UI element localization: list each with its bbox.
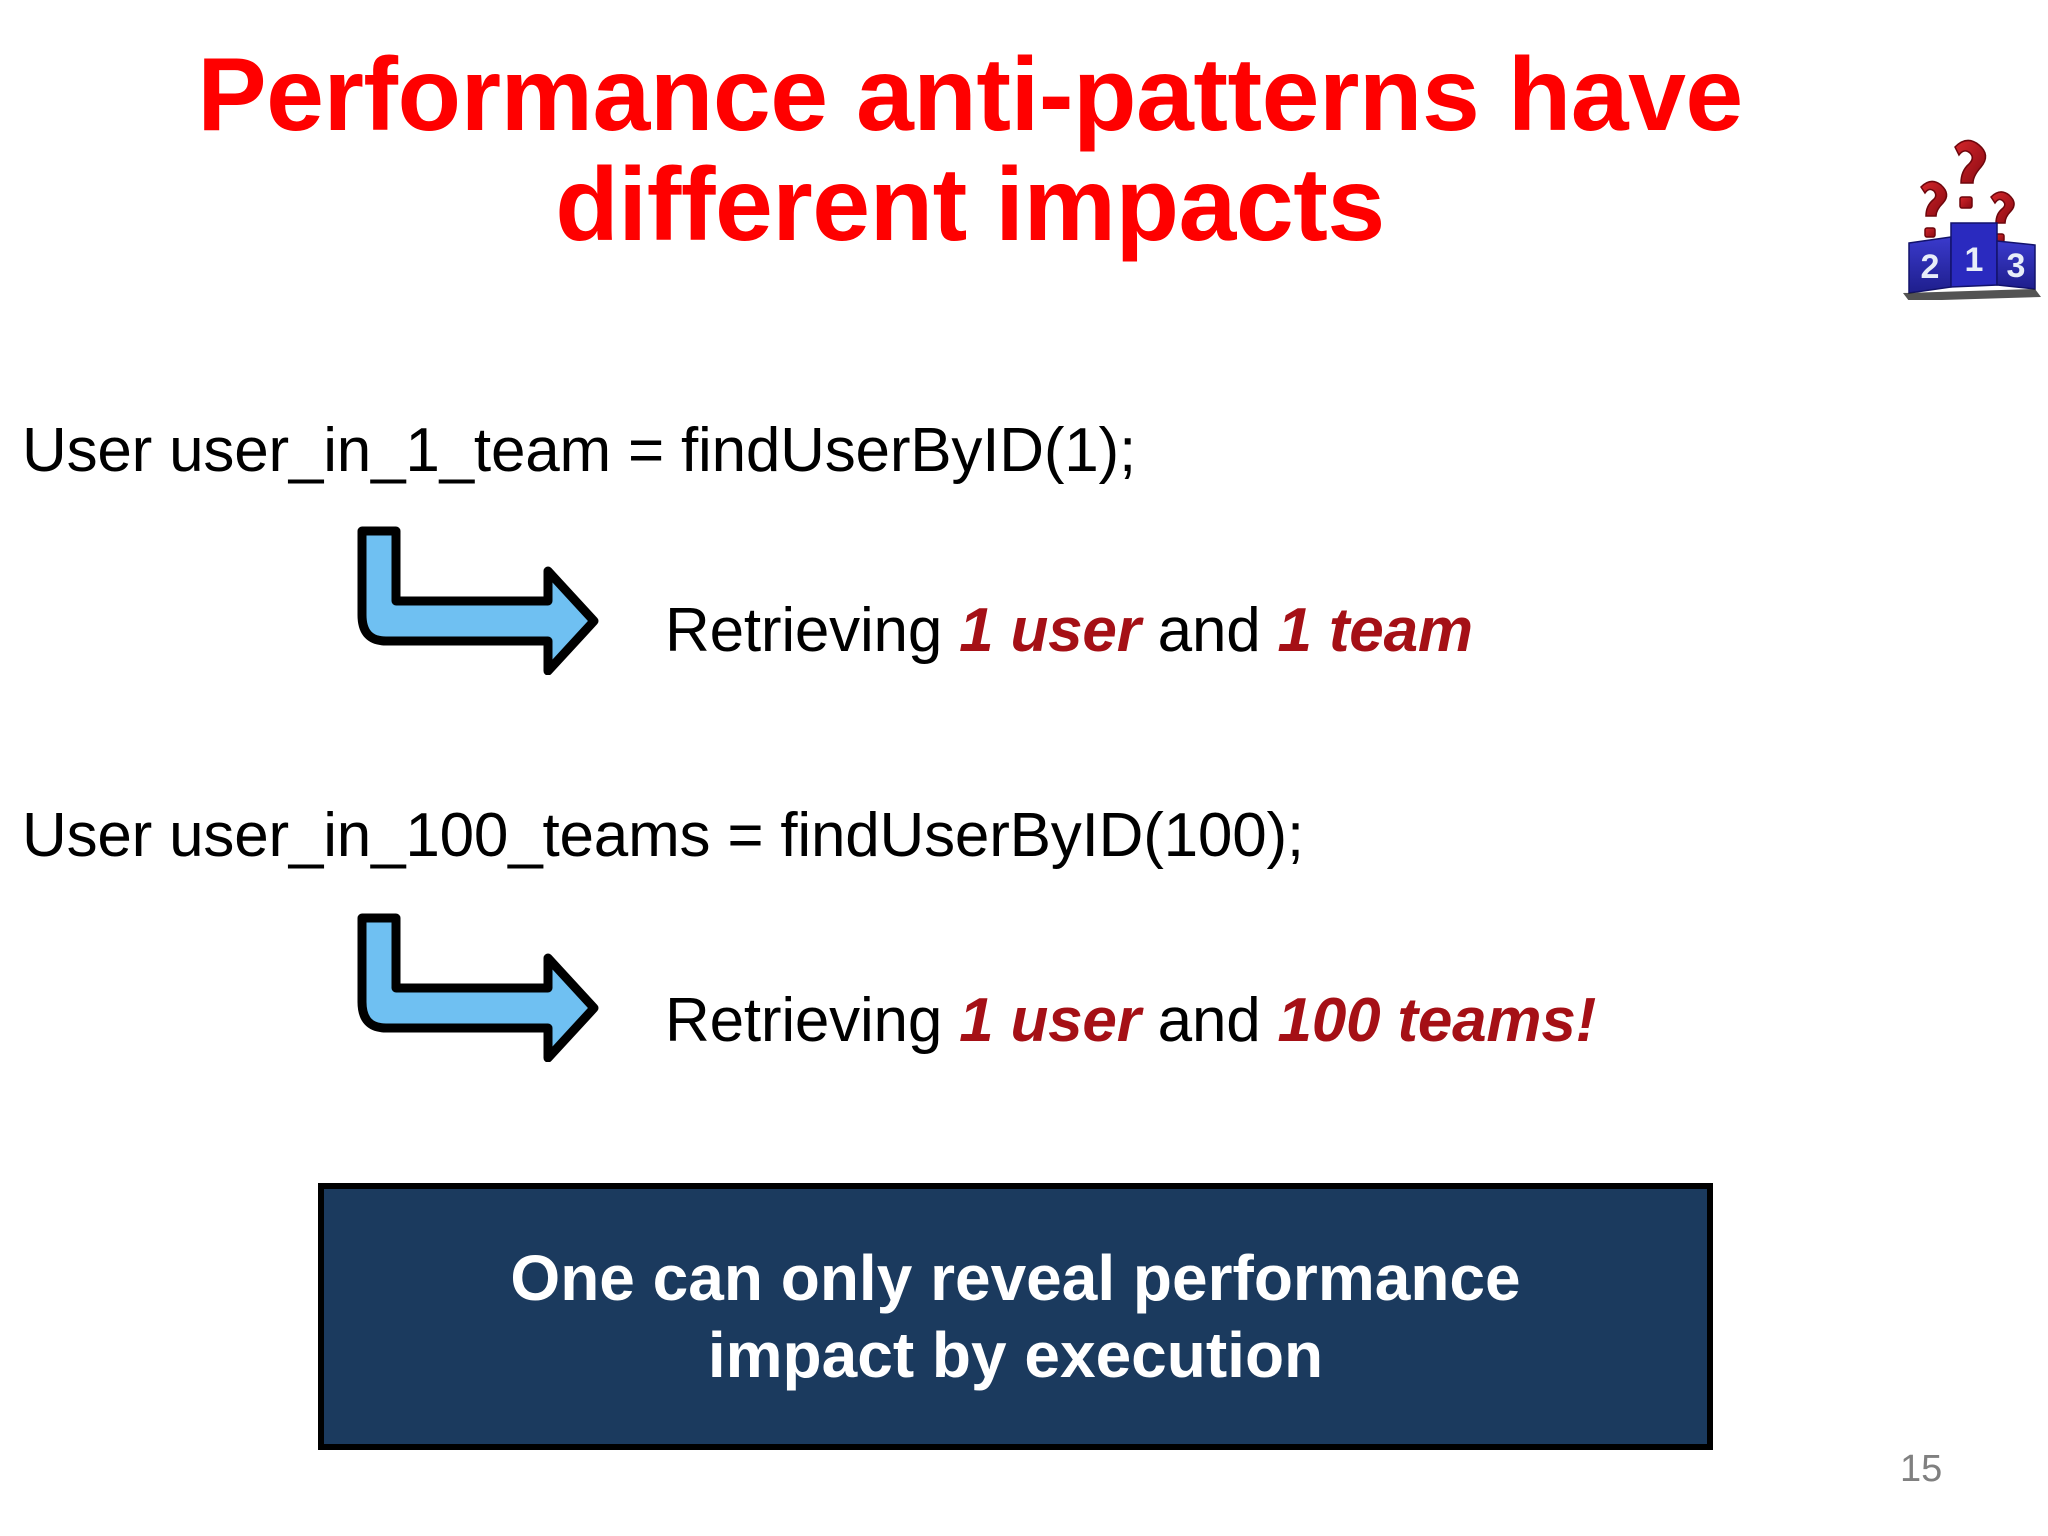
retrieval-middle-1: and — [1140, 596, 1278, 665]
callout-line-1: One can only reveal performance — [510, 1241, 1521, 1314]
retrieval-emphasis-user-2: 1 user — [959, 986, 1141, 1055]
retrieval-prefix-2: Retrieving — [665, 986, 960, 1055]
elbow-arrow-down-right-icon-1 — [352, 525, 602, 676]
code-statement-2: User user_in_100_teams = findUserByID(10… — [22, 801, 1304, 870]
podium-rank-3: 3 — [2007, 247, 2026, 285]
callout-line-2: impact by execution — [707, 1318, 1324, 1391]
retrieval-prefix-1: Retrieving — [665, 596, 960, 665]
podium-rank-1: 1 — [1965, 241, 1984, 279]
retrieval-result-1: Retrieving 1 user and 1 team — [665, 595, 1473, 666]
title-line-2: different impacts — [555, 147, 1385, 264]
slide-title: Performance anti-patterns have different… — [120, 37, 1820, 264]
retrieval-result-2: Retrieving 1 user and 100 teams! — [665, 985, 1596, 1056]
code-statement-1: User user_in_1_team = findUserByID(1); — [22, 416, 1137, 485]
retrieval-emphasis-team-1: 1 team — [1277, 596, 1473, 665]
retrieval-middle-2: and — [1140, 986, 1278, 1055]
page-number: 15 — [1900, 1448, 1943, 1490]
retrieval-emphasis-user-1: 1 user — [959, 596, 1141, 665]
key-takeaway-callout: One can only reveal performance impact b… — [318, 1183, 1713, 1450]
podium-question-marks-icon: 2 1 3 — [1885, 125, 2045, 301]
retrieval-emphasis-team-2: 100 teams! — [1277, 986, 1597, 1055]
podium-rank-2: 2 — [1921, 248, 1940, 286]
elbow-arrow-down-right-icon-2 — [352, 912, 602, 1063]
title-line-1: Performance anti-patterns have — [197, 37, 1743, 153]
